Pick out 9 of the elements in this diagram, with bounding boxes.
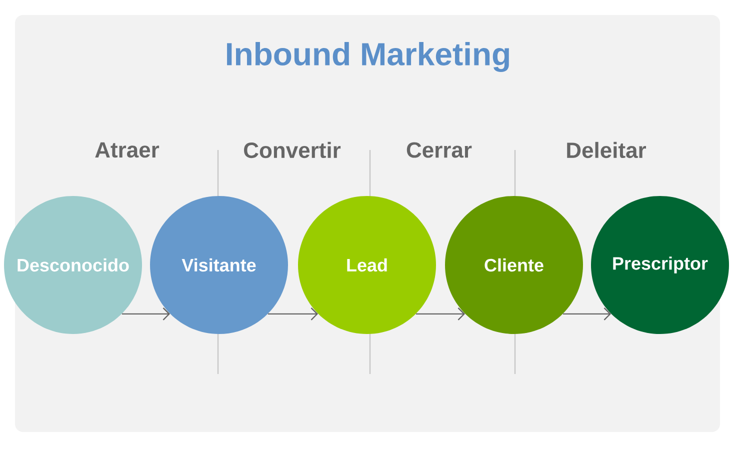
arrow (122, 308, 170, 320)
stage-label: Convertir (244, 142, 341, 158)
stage-label: Atraer (95, 142, 160, 158)
arrow (562, 308, 612, 320)
title: Inbound Marketing (227, 42, 509, 72)
arrow (416, 308, 466, 320)
stage-label: Deleitar (567, 142, 646, 158)
arrow (268, 308, 318, 320)
stage-label: Cerrar (406, 142, 472, 158)
